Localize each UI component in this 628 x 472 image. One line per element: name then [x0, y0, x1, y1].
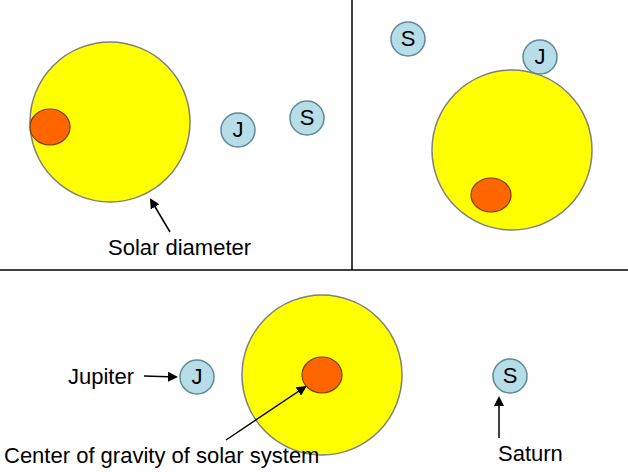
planet-letter: S [401, 27, 416, 51]
planet-letter: S [503, 364, 518, 388]
callout-label: Solar diameter [108, 236, 251, 260]
center-of-gravity [471, 178, 511, 212]
planet-circle: J [220, 112, 256, 148]
panel-divider [351, 0, 353, 270]
sun [30, 42, 190, 202]
planet-circle: J [522, 39, 558, 75]
sun [432, 70, 592, 230]
planet-letter: J [192, 365, 203, 389]
leader-arrow [144, 376, 176, 377]
planet-circle: S [390, 21, 426, 57]
callout-label: Center of gravity of solar system [4, 444, 319, 468]
planet-letter: S [300, 106, 315, 130]
planet-letter: J [535, 45, 546, 69]
leader-arrow [498, 398, 500, 438]
center-of-gravity [302, 357, 342, 393]
callout-label: Saturn [498, 442, 563, 466]
planet-circle: J [179, 359, 215, 395]
sun [242, 295, 402, 455]
planet-circle: S [289, 100, 325, 136]
callout-label: Jupiter [68, 365, 134, 389]
planet-circle: S [492, 358, 528, 394]
center-of-gravity [30, 109, 70, 145]
planet-letter: J [233, 118, 244, 142]
leader-arrow [151, 200, 170, 232]
leader-arrow [226, 387, 305, 440]
panel-divider [0, 269, 628, 271]
